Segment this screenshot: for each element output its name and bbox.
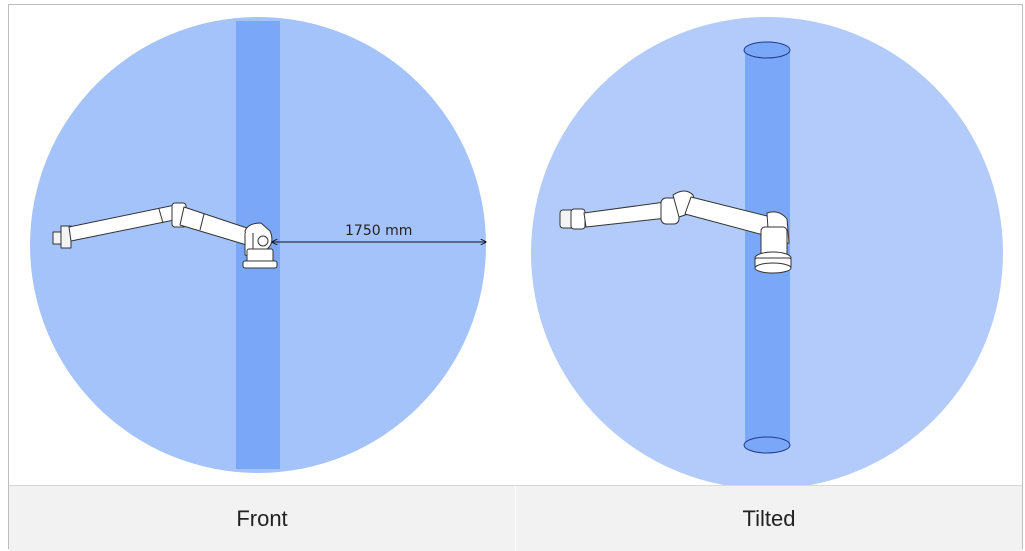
caption-row: Front Tilted bbox=[9, 485, 1022, 551]
front-reach-label: 1750 mm bbox=[345, 223, 412, 239]
tilted-robot-arm bbox=[559, 190, 792, 274]
reach-diagram: 1750 mm bbox=[30, 17, 1003, 485]
tilted-column-top-cap bbox=[743, 41, 791, 59]
front-view: 1750 mm bbox=[30, 17, 486, 473]
tilted-column-bottom-cap bbox=[743, 436, 791, 454]
figures-panel: 1750 mm bbox=[9, 5, 1022, 485]
tilted-view bbox=[531, 17, 1003, 485]
figure-frame: 1750 mm bbox=[8, 4, 1023, 551]
tilted-caption: Tilted bbox=[515, 486, 1022, 551]
front-caption: Front bbox=[9, 486, 515, 551]
front-robot-arm bbox=[52, 202, 278, 269]
